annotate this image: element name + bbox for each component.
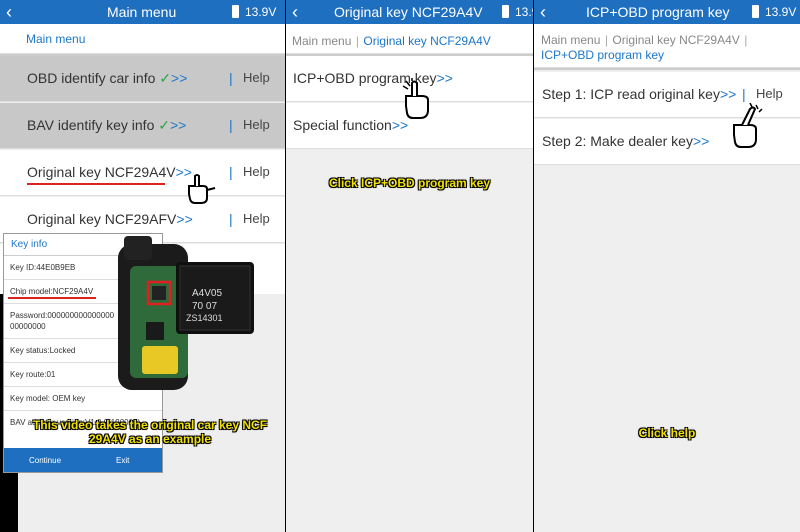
key-route-field: Key route:01 (4, 363, 162, 387)
back-icon[interactable]: ‹ (540, 2, 546, 22)
menu-item-label: Step 1: ICP read original key (542, 86, 720, 102)
help-link[interactable]: Help (243, 211, 270, 226)
page-title: ICP+OBD program key (586, 4, 730, 20)
bav-adapter-field: BAV adapter version:V1.0.0(190000) (10, 418, 141, 427)
back-icon[interactable]: ‹ (292, 2, 298, 22)
menu-item-step1-icp-read[interactable]: Step 1: ICP read original key>> | Help (534, 72, 800, 118)
divider (286, 54, 533, 56)
menu-item-label: Original key NCF29AFV (27, 211, 177, 227)
dialog-title: Key info (4, 234, 162, 256)
battery-icon (752, 5, 759, 18)
menu-item-label: ICP+OBD program key (293, 70, 437, 86)
key-model-field: Key model: OEM key (4, 387, 162, 411)
panel-separator (533, 0, 534, 532)
breadcrumb-main-menu[interactable]: Main menu (292, 34, 352, 48)
breadcrumb: Main menu (0, 24, 285, 54)
arrow-indicator: >> (692, 133, 710, 149)
voltage-readout: 13.9V (245, 5, 277, 19)
breadcrumb-original-key[interactable]: Original key NCF29A4V (612, 33, 740, 47)
help-link[interactable]: Help (243, 164, 270, 179)
checkmark-icon: ✓ (159, 70, 172, 86)
instruction-caption: Click help (638, 426, 696, 440)
separator: | (229, 70, 233, 86)
top-bar: ‹ ICP+OBD program key 13.9V (534, 0, 800, 24)
menu-item-obd-identify[interactable]: OBD identify car info ✓>> | Help (0, 56, 285, 102)
menu-item-label: Special function (293, 117, 392, 133)
chip-model-text: Chip model:NCF29A4V (10, 287, 94, 296)
chip-marking-2: 70 07 (192, 301, 217, 312)
breadcrumb: Main menu | Original key NCF29A4V (286, 24, 533, 54)
page-title: Main menu (107, 4, 177, 20)
panel-separator (285, 0, 286, 532)
icp-obd-program-panel: ‹ ICP+OBD program key 13.9V Main menu | … (534, 0, 800, 532)
arrow-indicator: >> (436, 70, 453, 86)
arrow-indicator: >> (176, 211, 193, 227)
video-caption: This video takes the original car key NC… (30, 418, 270, 446)
battery-icon (232, 5, 239, 18)
exit-button[interactable]: Exit (116, 456, 130, 465)
breadcrumb-main-menu[interactable]: Main menu (541, 33, 601, 47)
breadcrumb: Main menu | Original key NCF29A4V | ICP+… (534, 24, 800, 68)
separator: | (742, 86, 746, 102)
chip-model-field: Chip model:NCF29A4V (4, 280, 162, 304)
pointing-hand-icon (402, 78, 429, 119)
page-title: Original key NCF29A4V (334, 4, 483, 20)
pointing-hand-icon (733, 103, 763, 148)
menu-item-icp-obd-program-key[interactable]: ICP+OBD program key>> (286, 56, 533, 102)
battery-icon (502, 5, 509, 18)
divider (0, 54, 285, 56)
help-link[interactable]: Help (243, 70, 270, 85)
caption-line-1: This video takes the original car key NC… (32, 418, 268, 432)
separator: | (229, 117, 233, 133)
chip-marking-3: ZS14301 (186, 313, 223, 323)
menu-item-label: OBD identify car info (27, 70, 156, 86)
password-line-1: Password:000000000000000 (10, 311, 115, 320)
separator: | (229, 164, 233, 180)
arrow-indicator: >> (719, 86, 737, 102)
help-link[interactable]: Help (243, 117, 270, 132)
voltage-readout: 13.9V (515, 5, 533, 19)
menu-item-label: Step 2: Make dealer key (542, 133, 693, 149)
breadcrumb-separator: | (355, 34, 359, 48)
divider (534, 68, 800, 70)
red-underline (8, 297, 96, 299)
menu-item-label: Original key NCF29A4V (27, 164, 176, 180)
back-icon[interactable]: ‹ (6, 2, 12, 22)
arrow-indicator: >> (175, 164, 192, 180)
breadcrumb-separator: | (744, 33, 748, 47)
menu-item-original-key-ncf29a4v[interactable]: Original key NCF29A4V>> | Help (0, 150, 285, 196)
red-underline (27, 183, 165, 185)
breadcrumb-separator: | (604, 33, 608, 47)
instruction-caption: Click ICP+OBD program key (328, 176, 491, 190)
menu-item-bav-identify[interactable]: BAV identify key info ✓>> | Help (0, 103, 285, 149)
chip-marking-1: A4V05 (192, 288, 222, 299)
breadcrumb-current: Original key NCF29A4V (363, 34, 491, 48)
key-status-field: Key status:Locked (4, 339, 162, 363)
top-bar: ‹ Main menu 13.9V (0, 0, 285, 24)
arrow-indicator: >> (171, 70, 188, 86)
caption-line-2: 29A4V as an example (88, 432, 212, 446)
key-id-field: Key ID:44E0B9EB (4, 256, 162, 280)
arrow-indicator: >> (391, 117, 409, 133)
continue-button[interactable]: Continue (29, 456, 62, 465)
breadcrumb-main-menu[interactable]: Main menu (26, 32, 86, 46)
separator: | (229, 211, 233, 227)
password-line-2: 00000000 (10, 322, 46, 331)
voltage-readout: 13.9V (765, 5, 797, 19)
key-chip-image: A4V05 70 07 ZS14301 (118, 236, 254, 390)
menu-item-label: BAV identify key info (27, 117, 155, 133)
arrow-indicator: >> (170, 117, 187, 133)
main-menu-panel: ‹ Main menu 13.9V Main menu OBD identify… (0, 0, 285, 532)
top-bar: ‹ Original key NCF29A4V 13.9V (286, 0, 533, 24)
original-key-panel: ‹ Original key NCF29A4V 13.9V Main menu … (286, 0, 533, 532)
password-field: Password:000000000000000 00000000 (4, 304, 162, 339)
dialog-buttons: Continue Exit (4, 448, 162, 472)
breadcrumb-current: ICP+OBD program key (541, 48, 665, 62)
help-link[interactable]: Help (756, 86, 783, 101)
pointing-hand-icon (188, 174, 216, 204)
checkmark-icon: ✓ (158, 117, 170, 133)
